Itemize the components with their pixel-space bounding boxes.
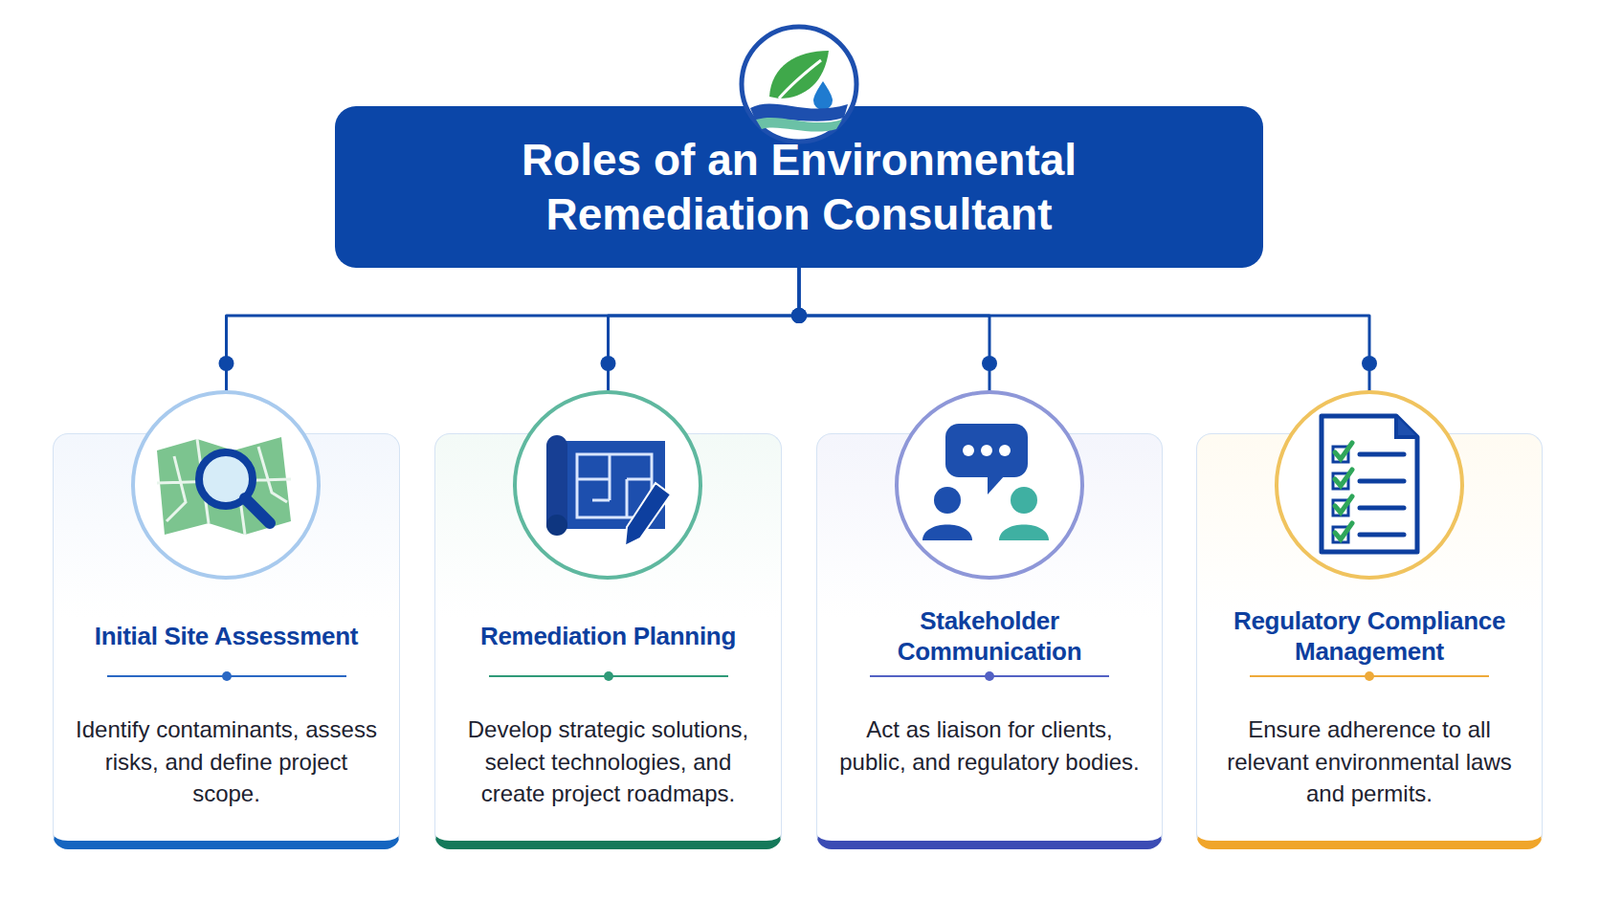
junction-dot bbox=[791, 308, 807, 324]
title-box: Roles of an Environmental Remediation Co… bbox=[334, 106, 1264, 268]
branch-dot bbox=[981, 355, 998, 372]
divider-line bbox=[869, 675, 1110, 678]
junction-dot bbox=[791, 308, 807, 324]
divider-dot bbox=[603, 671, 614, 682]
divider-dot bbox=[1364, 671, 1375, 682]
divider-dot bbox=[984, 671, 995, 682]
card-body: Identify contaminants, assess risks, and… bbox=[74, 713, 378, 811]
heading-wrap: Regulatory Compliance Management bbox=[1216, 597, 1523, 678]
card-heading: Stakeholder Communication bbox=[836, 606, 1143, 667]
branch-dot bbox=[1361, 355, 1378, 372]
card-body: Ensure adherence to all relevant environ… bbox=[1218, 713, 1521, 811]
card-heading: Remediation Planning bbox=[480, 622, 736, 653]
chat-icon bbox=[891, 387, 1088, 583]
tree-connector bbox=[219, 267, 808, 434]
checklist-icon bbox=[1271, 387, 1467, 583]
card-heading: Initial Site Assessment bbox=[94, 622, 358, 653]
divider-line bbox=[488, 675, 729, 678]
heading-wrap: Initial Site Assessment bbox=[72, 597, 380, 678]
heading-wrap: Stakeholder Communication bbox=[836, 597, 1143, 678]
heading-wrap: Remediation Planning bbox=[454, 597, 762, 678]
logo-icon bbox=[736, 22, 862, 147]
branch-dot bbox=[219, 355, 235, 372]
divider-line bbox=[1249, 675, 1489, 678]
card-body: Act as liaison for clients, public, and … bbox=[838, 713, 1141, 778]
role-card: Initial Site AssessmentIdentify contamin… bbox=[52, 433, 400, 850]
divider-dot bbox=[222, 671, 232, 682]
role-card: Stakeholder CommunicationAct as liaison … bbox=[816, 433, 1163, 850]
connector-line bbox=[799, 267, 1370, 434]
role-card: Remediation PlanningDevelop strategic so… bbox=[434, 433, 782, 850]
divider-line bbox=[107, 675, 347, 678]
card-body: Develop strategic solutions, select tech… bbox=[456, 713, 760, 811]
title-text: Roles of an Environmental Remediation Co… bbox=[454, 133, 1144, 241]
tree-connector bbox=[791, 267, 1378, 434]
role-card: Regulatory Compliance ManagementEnsure a… bbox=[1196, 433, 1543, 850]
junction-dot bbox=[791, 308, 807, 324]
card-heading: Regulatory Compliance Management bbox=[1216, 606, 1523, 667]
junction-dot bbox=[791, 308, 807, 324]
branch-dot bbox=[600, 355, 617, 372]
connector-line bbox=[226, 267, 800, 434]
site-map-icon bbox=[128, 387, 324, 583]
blueprint-icon bbox=[510, 387, 706, 583]
